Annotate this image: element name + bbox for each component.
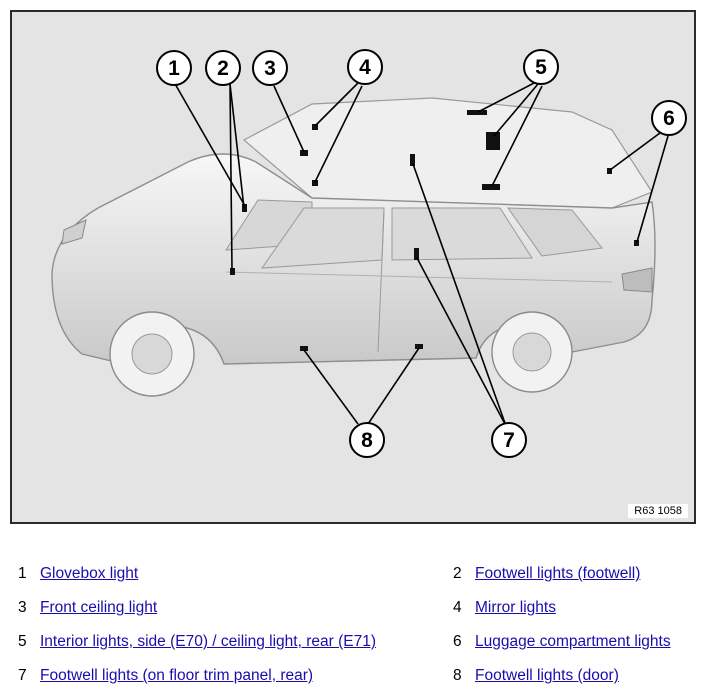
legend-link-footwell-lights-door[interactable]: Footwell lights (door): [475, 667, 619, 684]
light-marker-5b: [486, 132, 500, 150]
figure-reference-code: R63 1058: [628, 504, 688, 518]
legend-item-8: 8 Footwell lights (door): [453, 667, 619, 685]
legend-number: 6: [453, 633, 462, 650]
vehicle-illustration: 1 2 3 4 5 6 8 7: [51, 49, 687, 458]
light-marker-8a: [300, 346, 308, 351]
front-wheel: [109, 311, 195, 397]
legend-item-7: 7 Footwell lights (on floor trim panel, r…: [18, 667, 313, 685]
legend-number: 5: [18, 633, 27, 650]
leader-lines: [173, 81, 669, 427]
legend-number: 8: [453, 667, 462, 684]
legend-link-footwell-lights-floor-trim[interactable]: Footwell lights (on floor trim panel, re…: [40, 667, 314, 684]
callout-5: 5: [523, 49, 559, 85]
callout-6: 6: [651, 100, 687, 136]
legend-number: 3: [18, 599, 27, 616]
legend-link-luggage-compartment-lights[interactable]: Luggage compartment lights: [475, 633, 671, 650]
headlight-shape: [61, 219, 87, 245]
legend-item-3: 3 Front ceiling light: [18, 599, 157, 617]
svg-text:4: 4: [359, 56, 371, 79]
legend-item-1: 1 Glovebox light: [18, 565, 138, 583]
svg-text:6: 6: [663, 107, 675, 130]
legend-number: 7: [18, 667, 27, 684]
legend-link-interior-lights-side[interactable]: Interior lights, side (E70) / ceiling li…: [40, 633, 376, 650]
svg-text:8: 8: [361, 429, 373, 452]
light-marker-4b: [312, 180, 318, 186]
legend-number: 1: [18, 565, 27, 582]
legend-link-glovebox-light[interactable]: Glovebox light: [40, 565, 139, 582]
light-marker-5a: [467, 110, 487, 115]
rear-wheel: [491, 311, 573, 393]
svg-text:1: 1: [168, 57, 180, 80]
rear-window-shape: [391, 207, 533, 261]
legend-number: 4: [453, 599, 462, 616]
light-marker-3: [300, 150, 308, 156]
door-seam: [377, 211, 385, 353]
light-marker-8b: [415, 344, 423, 349]
front-window-shape: [260, 207, 385, 269]
callout-1: 1: [156, 50, 192, 86]
light-marker-7b: [414, 248, 419, 260]
legend-link-front-ceiling-light[interactable]: Front ceiling light: [40, 599, 158, 616]
callout-7: 7: [491, 422, 527, 458]
legend-item-6: 6 Luggage compartment lights: [453, 633, 671, 651]
body-crease: [225, 271, 613, 283]
svg-text:7: 7: [503, 429, 515, 452]
legend-number: 2: [453, 565, 462, 582]
legend-link-mirror-lights[interactable]: Mirror lights: [475, 599, 556, 616]
vehicle-lighting-diagram: 1 2 3 4 5 6 8 7 R63 1058: [10, 10, 696, 524]
callout-2: 2: [205, 50, 241, 86]
callout-8: 8: [349, 422, 385, 458]
svg-text:3: 3: [264, 57, 276, 80]
svg-text:2: 2: [217, 57, 229, 80]
light-marker-4a: [312, 124, 318, 130]
callout-3: 3: [252, 50, 288, 86]
legend-item-4: 4 Mirror lights: [453, 599, 556, 617]
legend-item-2: 2 Footwell lights (footwell): [453, 565, 640, 583]
light-marker-6a: [607, 168, 612, 174]
legend-link-footwell-lights-footwell[interactable]: Footwell lights (footwell): [475, 565, 641, 582]
svg-text:5: 5: [535, 56, 547, 79]
rear-quarter-window-shape: [507, 207, 603, 257]
callout-4: 4: [347, 49, 383, 85]
legend-item-5: 5 Interior lights, side (E70) / ceiling l…: [18, 633, 376, 651]
light-marker-7a: [410, 154, 415, 166]
tail-light-shape: [621, 267, 653, 293]
light-marker-5c: [482, 184, 500, 190]
light-marker-6b: [634, 240, 639, 246]
light-marker-1: [242, 204, 247, 212]
light-marker-2: [230, 268, 235, 275]
